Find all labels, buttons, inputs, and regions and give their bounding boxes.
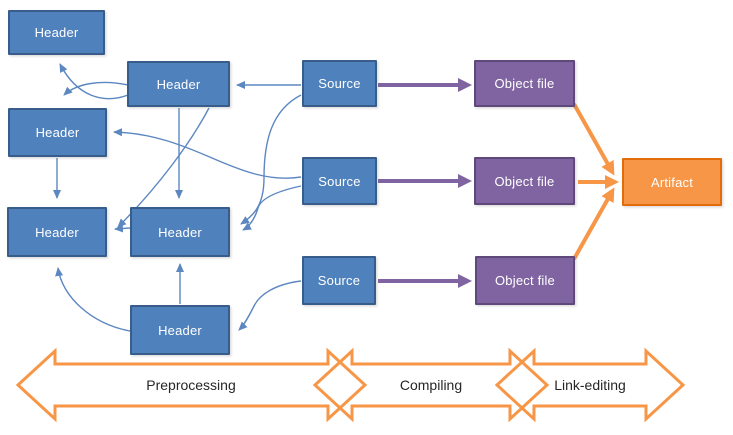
node-label: Object file [494, 76, 555, 91]
node-label: Object file [494, 173, 555, 189]
edge-source2-header3 [113, 128, 302, 179]
node-object-file-1: Object file [474, 60, 575, 107]
node-label: Source [318, 173, 361, 189]
node-header-6: Header [130, 305, 230, 355]
edge-header2-header3 [63, 81, 129, 96]
edge-source3-header6 [238, 280, 302, 331]
node-object-file-3: Object file [475, 256, 575, 305]
node-label: Artifact [650, 174, 694, 190]
node-label: Header [35, 125, 80, 140]
edge-header2-header1 [59, 63, 129, 100]
node-header-5: Header [130, 207, 230, 257]
edge-object1-artifact [572, 103, 615, 176]
stage-arrow-preprocessing [15, 347, 368, 423]
node-label: Source [318, 76, 361, 91]
edge-source2-header5 [242, 185, 302, 231]
node-label: Object file [494, 273, 555, 288]
node-header-3: Header [8, 108, 107, 157]
node-header-4: Header [7, 207, 107, 257]
edge-source1-header5 [240, 94, 302, 225]
node-object-file-2: Object file [474, 157, 575, 205]
node-source-3: Source [302, 256, 376, 305]
node-artifact: Artifact [622, 158, 722, 206]
node-label: Header [35, 224, 79, 240]
edge-header6-header4 [55, 267, 131, 332]
node-source-2: Source [302, 157, 377, 205]
stage-label-link-editing: Link-editing [554, 377, 626, 393]
stage-arrow-compiling [312, 347, 550, 423]
node-header-2: Header [127, 61, 230, 107]
stage-label-compiling: Compiling [399, 377, 463, 393]
node-header-1: Header [8, 10, 105, 55]
node-label: Header [156, 76, 201, 92]
node-label: Source [317, 273, 361, 288]
stage-label-preprocessing: Preprocessing [146, 377, 236, 393]
stage-arrow-link-editing [494, 347, 686, 423]
node-source-1: Source [302, 60, 377, 107]
edge-object3-artifact [572, 187, 615, 260]
node-label: Header [34, 25, 79, 40]
node-label: Header [158, 224, 202, 240]
edge-header5-header4 [114, 224, 131, 233]
node-label: Header [158, 322, 202, 338]
